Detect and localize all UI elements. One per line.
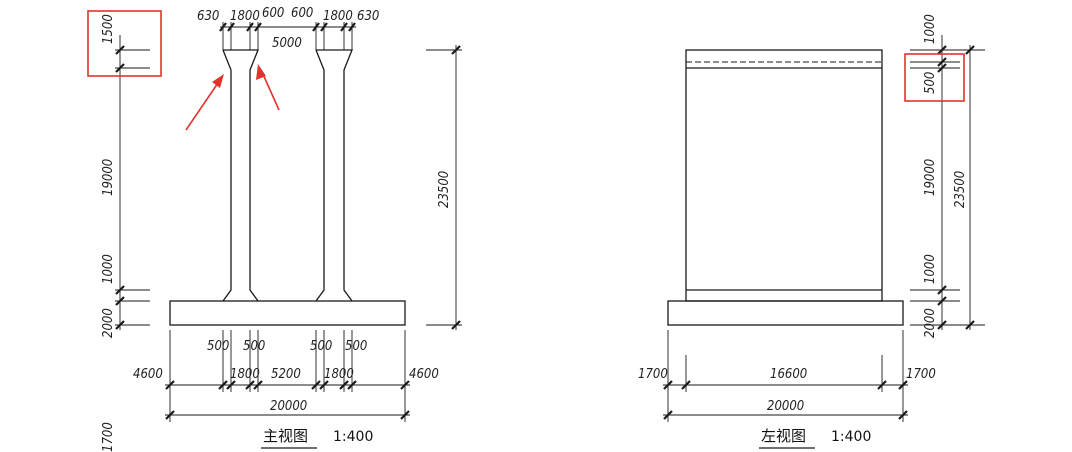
side-bottom-dim-1: 16600	[770, 367, 807, 382]
front-bottom-dim-3: 500	[345, 339, 367, 354]
front-left-dim-0: 1500	[101, 14, 116, 44]
front-bottom-row2-4: 4600	[409, 367, 439, 382]
front-bottom-total: 20000	[270, 399, 307, 414]
front-top-dim-3: 600	[291, 6, 313, 21]
front-top-dim-1: 1800	[230, 9, 260, 24]
front-base-slab	[169, 300, 406, 326]
front-right-column	[315, 49, 353, 302]
front-arrow-left	[185, 79, 221, 131]
side-inner-dim-0: 1000	[923, 14, 938, 44]
front-view: 630 1800 600 600 1800 630 5000 1500 1900…	[87, 6, 462, 452]
side-inner-dim-2: 19000	[923, 159, 938, 196]
front-left-dim-3: 2000	[101, 308, 116, 338]
front-bottom-row2-1: 1800	[230, 367, 260, 382]
side-bottom-total: 20000	[767, 399, 804, 414]
front-arrow-right-head	[256, 64, 266, 80]
front-top-dim-5: 630	[357, 9, 379, 24]
front-left-dim-2: 1000	[101, 254, 116, 284]
front-top-dim-0: 630	[197, 9, 219, 24]
side-view-title: 左视图	[761, 427, 806, 445]
front-left-column	[222, 49, 259, 302]
front-extra-label: 1700	[101, 422, 116, 452]
front-bottom-dim-2: 500	[310, 339, 332, 354]
side-inner-dim-4: 2000	[923, 308, 938, 338]
front-bottom-row2-0: 4600	[133, 367, 163, 382]
side-view: 1000 500 19000 1000 2000 23500 1700 1660…	[638, 14, 985, 449]
front-bottom-row2-3: 1800	[324, 367, 354, 382]
front-right-dim: 23500	[437, 171, 452, 208]
side-body	[685, 49, 883, 302]
side-view-scale: 1:400	[831, 429, 871, 445]
side-inner-dim-3: 1000	[923, 254, 938, 284]
front-bottom-dim-0: 500	[207, 339, 229, 354]
front-top-dim-4: 1800	[323, 9, 353, 24]
side-highlight-box	[904, 53, 965, 102]
side-bottom-dim-2: 1700	[906, 367, 936, 382]
side-inner-dim-1: 500	[923, 72, 938, 94]
front-bottom-row2-2: 5200	[271, 367, 301, 382]
front-bottom-dim-1: 500	[243, 339, 265, 354]
front-highlight-box	[87, 10, 162, 77]
side-base-slab	[667, 300, 904, 326]
front-top-dim-2: 600	[262, 6, 284, 21]
front-left-dim-1: 19000	[101, 159, 116, 196]
front-view-scale: 1:400	[333, 429, 373, 445]
front-top-total: 5000	[272, 36, 302, 51]
front-arrow-left-head	[212, 74, 224, 88]
side-outer-dim: 23500	[953, 171, 968, 208]
front-arrow-right	[261, 71, 280, 111]
side-bottom-dim-0: 1700	[638, 367, 668, 382]
front-view-title: 主视图	[263, 427, 308, 445]
